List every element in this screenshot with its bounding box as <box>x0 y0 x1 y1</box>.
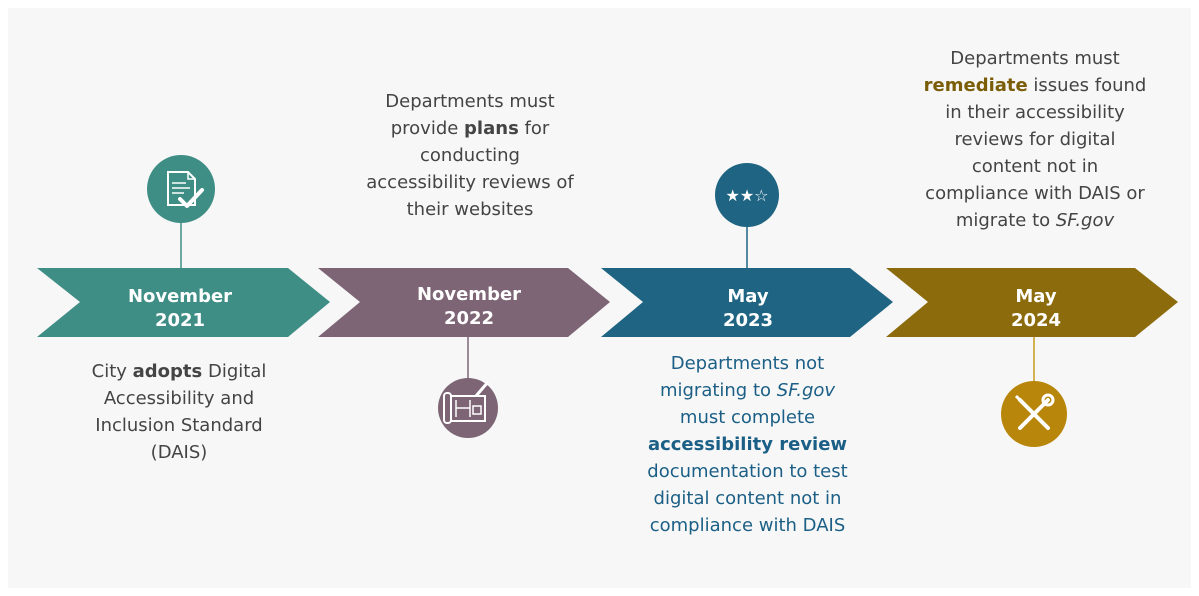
desc-2022-line2: provide plans for <box>325 115 615 142</box>
desc-2021-line4: (DAIS) <box>150 442 208 463</box>
rating-stars-icon: ★★☆ <box>715 163 779 227</box>
desc-2023-line2-b: SF.gov <box>776 380 836 401</box>
milestone-label-2024: May 2024 <box>966 285 1106 333</box>
desc-2024-line6: compliance with DAIS or <box>925 183 1145 204</box>
milestone-label-2024-line1: May <box>1015 286 1057 307</box>
milestone-label-2021-line2: 2021 <box>154 310 206 331</box>
blueprint-plan-icon <box>438 378 498 438</box>
desc-2021-line1-a: City <box>91 361 133 382</box>
milestone-label-2022: November 2022 <box>399 283 539 331</box>
desc-2023-line2: migrating to SF.gov <box>605 377 890 404</box>
desc-2023-line2-a: migrating to <box>659 380 777 401</box>
desc-2024-line4: reviews for digital <box>954 129 1116 150</box>
desc-2024-line3: in their accessibility <box>945 102 1125 123</box>
desc-2023-line5: documentation to test <box>647 461 848 482</box>
milestone-2022-description: Departments must provide plans for condu… <box>325 88 615 223</box>
milestone-label-2021: November 2021 <box>110 285 250 333</box>
desc-2024-line2: remediate issues found <box>890 72 1180 99</box>
desc-2021-line1: City adopts Digital <box>44 358 314 385</box>
desc-2024-line7-a: migrate to <box>955 210 1056 231</box>
milestone-label-2022-line1: November <box>416 284 522 305</box>
desc-2023-line1: Departments not <box>670 353 825 374</box>
desc-2021-line3: Inclusion Standard <box>95 415 263 436</box>
desc-2024-line5: content not in <box>971 156 1099 177</box>
milestone-2024-description: Departments must remediate issues found … <box>890 45 1180 234</box>
desc-2022-line3: conducting <box>420 145 520 166</box>
desc-2021-line2: Accessibility and <box>103 388 255 409</box>
desc-2023-line4: accessibility review <box>647 434 848 455</box>
desc-2022-line5: their websites <box>406 199 534 220</box>
milestone-label-2024-line2: 2024 <box>1010 310 1062 331</box>
desc-2022-line2-c: for <box>518 118 550 139</box>
rating-stars-text: ★★☆ <box>725 186 768 205</box>
desc-2024-line7-b: SF.gov <box>1055 210 1115 231</box>
desc-2023-line6: digital content not in <box>653 488 842 509</box>
tools-wrench-screwdriver-icon <box>1001 381 1067 447</box>
desc-2024-line2-b: issues found <box>1027 75 1147 96</box>
milestone-label-2022-line2: 2022 <box>443 308 495 329</box>
desc-2021-line1-b: adopts <box>132 361 203 382</box>
milestone-label-2023: May 2023 <box>678 285 818 333</box>
document-check-icon <box>147 155 215 223</box>
milestone-label-2023-line2: 2023 <box>722 310 774 331</box>
chevron-2023 <box>601 268 893 337</box>
desc-2023-line3: must complete <box>679 407 816 428</box>
milestone-2021-description: City adopts Digital Accessibility and In… <box>44 358 314 466</box>
desc-2021-line1-c: Digital <box>202 361 267 382</box>
desc-2023-line7: compliance with DAIS <box>649 515 846 536</box>
desc-2024-line2-a: remediate <box>923 75 1028 96</box>
desc-2024-line7: migrate to SF.gov <box>890 207 1180 234</box>
milestone-2023-description: Departments not migrating to SF.gov must… <box>605 350 890 539</box>
milestone-label-2021-line1: November <box>127 286 233 307</box>
desc-2022-line1: Departments must <box>385 91 555 112</box>
desc-2022-line2-b: plans <box>464 118 519 139</box>
chevron-2021 <box>37 268 330 337</box>
desc-2022-line4: accessibility reviews of <box>366 172 574 193</box>
chevron-2024 <box>886 268 1178 337</box>
milestone-label-2023-line1: May <box>727 286 769 307</box>
chevron-2022 <box>318 268 610 337</box>
desc-2022-line2-a: provide <box>390 118 465 139</box>
desc-2024-line1: Departments must <box>950 48 1120 69</box>
